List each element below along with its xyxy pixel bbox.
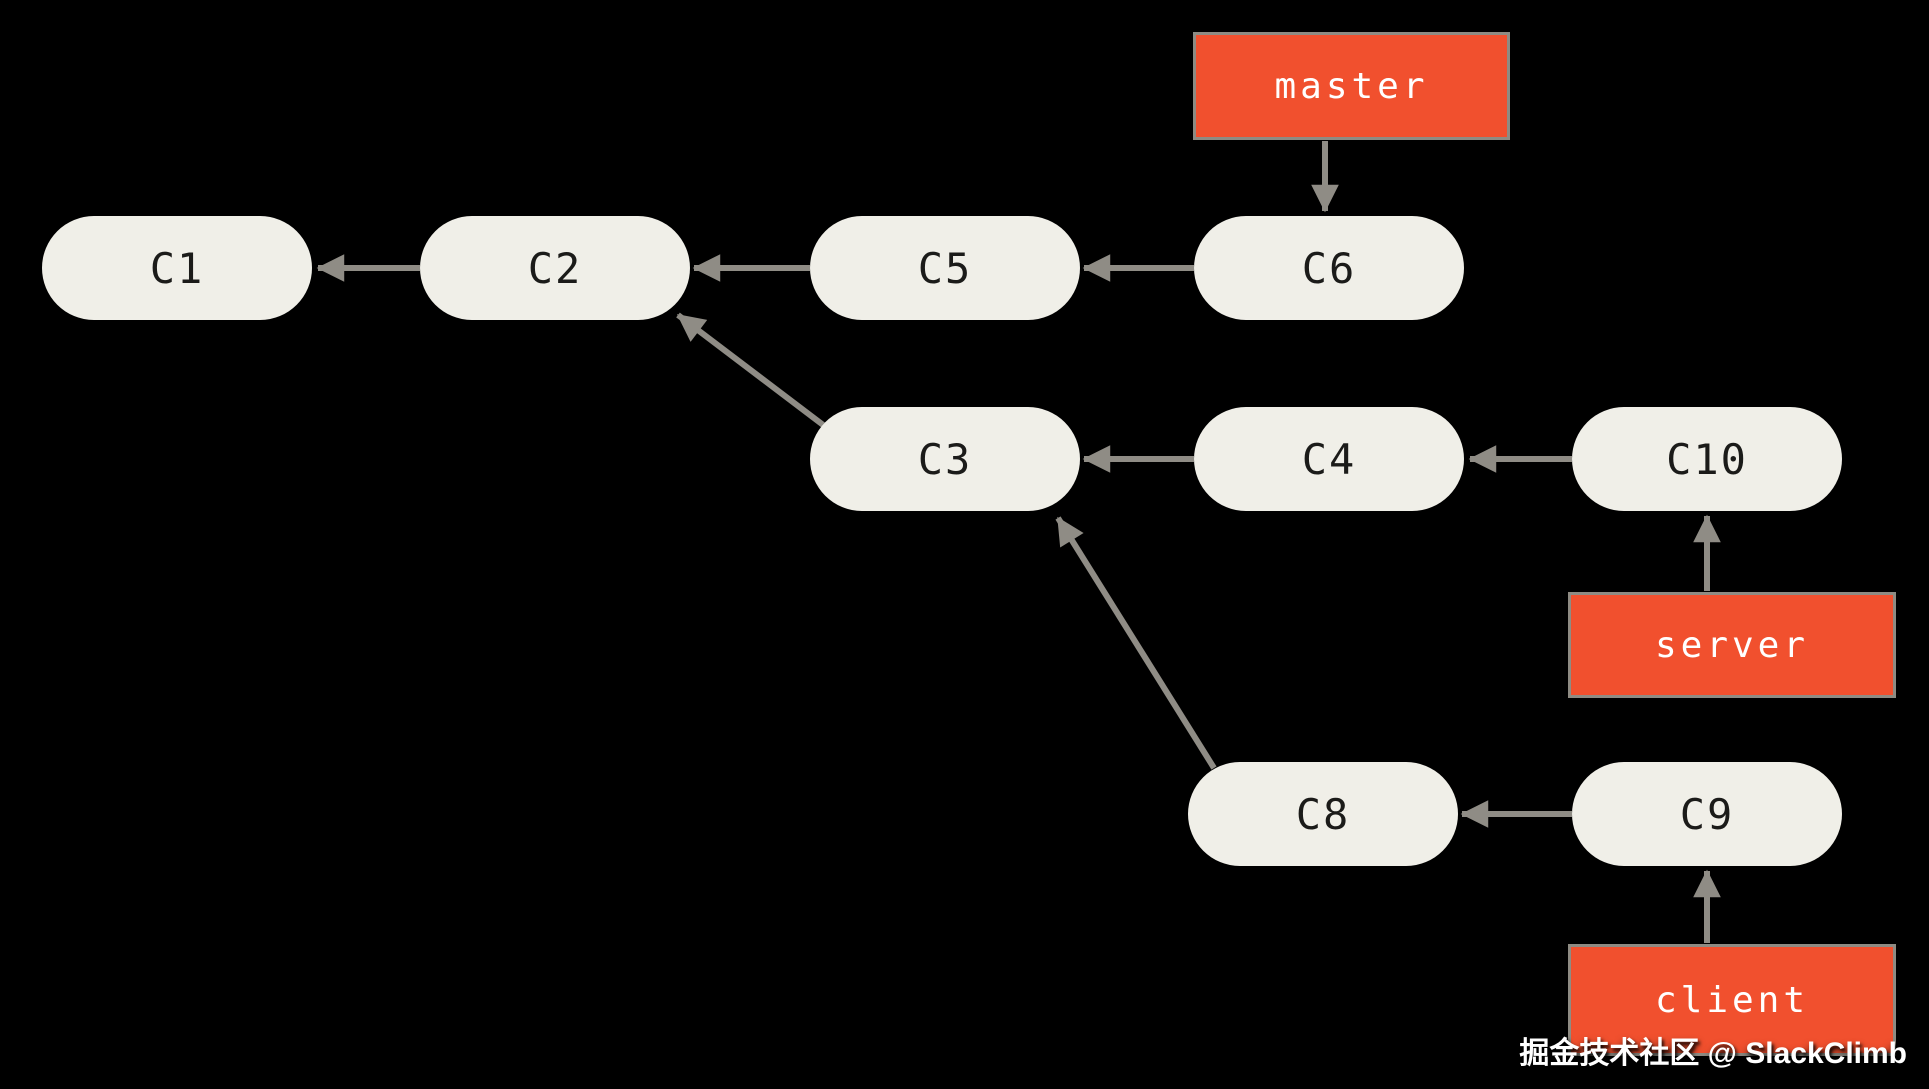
commit-node-c1: C1 — [42, 216, 312, 320]
commit-label-c2: C2 — [527, 243, 583, 293]
branch-label-server-text: server — [1654, 624, 1810, 666]
commit-node-c6: C6 — [1194, 216, 1464, 320]
commit-label-c3: C3 — [917, 434, 973, 484]
commit-node-c4: C4 — [1194, 407, 1464, 511]
branch-label-client: client — [1568, 944, 1896, 1056]
commit-node-c2: C2 — [420, 216, 690, 320]
commit-node-c9: C9 — [1572, 762, 1842, 866]
commit-node-c8: C8 — [1188, 762, 1458, 866]
commit-label-c4: C4 — [1301, 434, 1357, 484]
commit-label-c5: C5 — [917, 243, 973, 293]
edge-c8-to-c3 — [1055, 516, 1217, 770]
commit-node-c10: C10 — [1572, 407, 1842, 511]
branch-label-master-text: master — [1274, 65, 1429, 107]
branch-label-master: master — [1193, 32, 1510, 140]
commit-node-c3: C3 — [810, 407, 1080, 511]
watermark: 掘金技术社区 @ SlackClimb — [1519, 1037, 1907, 1070]
branch-label-client-text: client — [1654, 979, 1810, 1021]
commit-label-c6: C6 — [1301, 243, 1357, 293]
commit-label-c10: C10 — [1666, 434, 1748, 484]
commit-label-c1: C1 — [149, 243, 205, 293]
branch-label-server: server — [1568, 592, 1896, 698]
commit-label-c8: C8 — [1295, 789, 1351, 839]
commit-label-c9: C9 — [1679, 789, 1735, 839]
commit-node-c5: C5 — [810, 216, 1080, 320]
